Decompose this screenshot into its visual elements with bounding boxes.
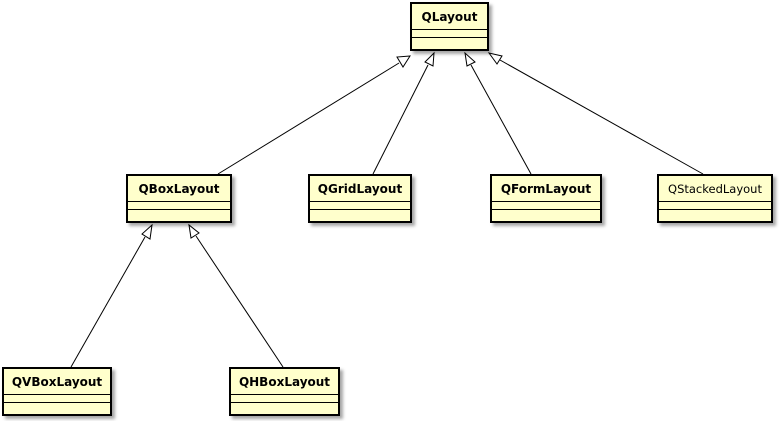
edge-qboxlayout-to-qlayout	[217, 55, 411, 175]
operations-section	[659, 210, 771, 218]
class-name: QHBoxLayout	[231, 369, 338, 395]
generalization-arrowhead	[188, 223, 200, 239]
operations-section	[231, 403, 338, 411]
operations-section	[310, 210, 410, 218]
edge-qvboxlayout-to-qboxlayout	[70, 223, 153, 368]
edge-qformlayout-to-qlayout	[464, 51, 532, 175]
operations-section	[492, 210, 600, 218]
generalization-arrowhead	[141, 223, 153, 240]
class-qhboxlayout[interactable]: QHBoxLayout	[229, 367, 340, 416]
generalization-arrowhead	[424, 51, 435, 67]
class-qvboxlayout[interactable]: QVBoxLayout	[2, 367, 112, 416]
generalization-arrowhead	[487, 52, 503, 65]
edge-qgridlayout-to-qlayout	[372, 51, 435, 175]
class-qgridlayout[interactable]: QGridLayout	[308, 174, 412, 223]
operations-section	[128, 210, 230, 218]
class-qboxlayout[interactable]: QBoxLayout	[126, 174, 232, 223]
attributes-section	[492, 202, 600, 210]
attributes-section	[128, 202, 230, 210]
class-name: QFormLayout	[492, 176, 600, 202]
operations-section	[412, 38, 487, 46]
edge-qstackedlayout-to-qlayout	[487, 52, 704, 175]
generalization-arrowhead	[396, 55, 411, 68]
class-name: QLayout	[412, 4, 487, 30]
class-name: QStackedLayout	[659, 176, 771, 202]
edge-qhboxlayout-to-qboxlayout	[188, 223, 284, 368]
attributes-section	[659, 202, 771, 210]
class-name: QVBoxLayout	[4, 369, 110, 395]
class-qformlayout[interactable]: QFormLayout	[490, 174, 602, 223]
class-qstackedlayout[interactable]: QStackedLayout	[657, 174, 773, 223]
generalization-arrowhead	[464, 51, 476, 67]
attributes-section	[231, 395, 338, 403]
class-name: QGridLayout	[310, 176, 410, 202]
operations-section	[4, 403, 110, 411]
attributes-section	[412, 30, 487, 38]
attributes-section	[310, 202, 410, 210]
attributes-section	[4, 395, 110, 403]
class-qlayout[interactable]: QLayout	[410, 2, 489, 51]
class-name: QBoxLayout	[128, 176, 230, 202]
